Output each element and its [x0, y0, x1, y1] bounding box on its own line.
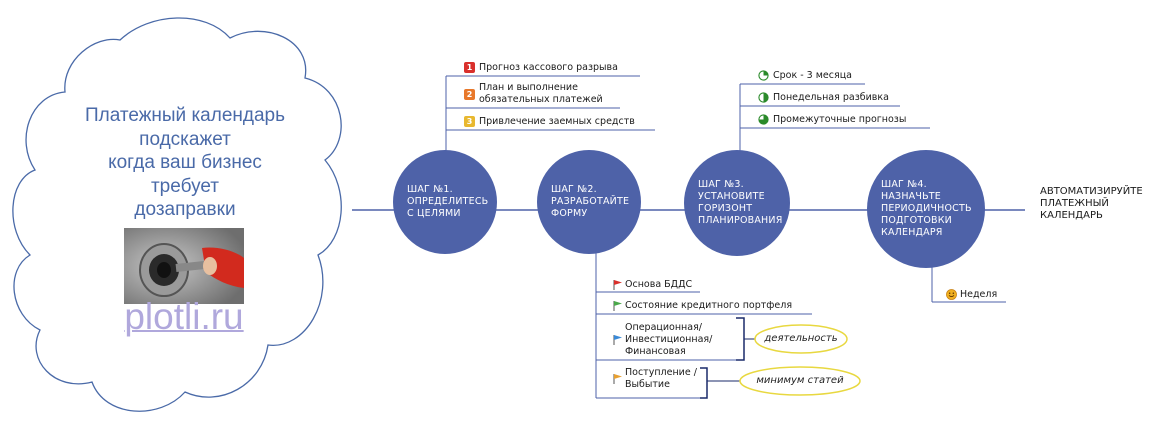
form-item: Операционная/ Инвестиционная/ Финансовая	[625, 322, 712, 358]
green-flag-icon	[613, 301, 622, 311]
step2-circle: ШАГ №2. РАЗРАБОТАЙТЕ ФОРМУ	[537, 150, 641, 254]
step-line: ГОРИЗОНТ	[698, 203, 753, 214]
progress-quarter-icon	[758, 70, 769, 81]
step-line: ПОДГОТОВКИ	[881, 215, 952, 226]
step-line: ШАГ №4.	[881, 179, 927, 190]
website-link[interactable]: plotli.ru	[124, 296, 244, 337]
step-line: ШАГ №1.	[407, 184, 453, 195]
goal-item: Прогноз кассового разрыва	[479, 62, 618, 73]
goal-item: Привлечение заемных средств	[479, 116, 635, 127]
step3-circle: ШАГ №3. УСТАНОВИТЕ ГОРИЗОНТ ПЛАНИРОВАНИЯ	[684, 150, 790, 256]
step4-circle: ШАГ №4. НАЗНАЧЬТЕ ПЕРИОДИЧНОСТЬ ПОДГОТОВ…	[867, 150, 985, 268]
step-line: УСТАНОВИТЕ	[698, 191, 765, 202]
step-line: КАЛЕНДАРЯ	[881, 227, 943, 238]
step-line: ШАГ №3.	[698, 179, 744, 190]
goal-line: План и выполнение	[479, 82, 578, 93]
cloud-line: Платежный календарь	[84, 105, 286, 126]
final-line: ПЛАТЕЖНЫЙ	[1040, 198, 1109, 209]
final-step-label: АВТОМАТИЗИРУЙТЕ ПЛАТЕЖНЫЙ КАЛЕНДАРЬ	[1040, 186, 1143, 222]
cloud-line: подскажет	[139, 128, 231, 150]
horizon-item: Срок - 3 месяца	[773, 70, 852, 81]
step-line: ФОРМУ	[551, 208, 588, 219]
goal-line: обязательных платежей	[479, 94, 603, 105]
horizon-item: Промежуточные прогнозы	[773, 114, 907, 125]
step1-branch-lines	[445, 75, 655, 168]
step-line: ПЕРИОДИЧНОСТЬ	[881, 203, 972, 214]
step-line: ШАГ №2.	[551, 184, 597, 195]
activity-callout: деятельность	[764, 333, 838, 344]
progress-half-icon	[758, 92, 769, 103]
form-line: Поступление /	[625, 367, 697, 378]
bracket-min-items	[700, 367, 708, 399]
priority-2-icon: 2	[464, 89, 475, 100]
form-line: Инвестиционная/	[625, 334, 713, 345]
oval-min-items	[739, 366, 861, 396]
step-line: С ЦЕЛЯМИ	[407, 208, 461, 219]
goal-item: План и выполнение обязательных платежей	[479, 82, 603, 106]
orange-flag-icon	[613, 374, 622, 384]
step4-branch-lines	[931, 265, 1006, 303]
cloud-line: когда ваш бизнес	[108, 152, 262, 173]
progress-three-quarter-icon	[758, 114, 769, 125]
cloud-line: требует	[150, 175, 219, 197]
step-line: НАЗНАЧЬТЕ	[881, 191, 942, 202]
step-line: РАЗРАБОТАЙТЕ	[551, 196, 630, 207]
step1-circle: ШАГ №1. ОПРЕДЕЛИТЕСЬ С ЦЕЛЯМИ	[393, 150, 497, 254]
cloud-line: дозаправки	[134, 199, 236, 220]
final-line: АВТОМАТИЗИРУЙТЕ	[1040, 186, 1143, 197]
horizon-item: Понедельная разбивка	[773, 92, 889, 103]
step2-branch-lines	[595, 252, 812, 399]
final-line: КАЛЕНДАРЬ	[1040, 210, 1103, 221]
period-item: Неделя	[960, 289, 998, 300]
oval-activity	[754, 324, 848, 354]
form-line: Финансовая	[625, 346, 686, 357]
priority-3-icon: 3	[464, 116, 475, 127]
cloud-message: Платежный календарь подскажет когда ваш …	[50, 104, 320, 222]
bracket-activity	[736, 317, 745, 361]
red-flag-icon	[613, 280, 622, 290]
step-line: ОПРЕДЕЛИТЕСЬ	[407, 196, 489, 207]
priority-1-icon: 1	[464, 62, 475, 73]
step-line: ПЛАНИРОВАНИЯ	[698, 215, 783, 226]
fuel-nozzle-photo	[124, 228, 244, 304]
form-line: Операционная/	[625, 322, 702, 333]
blue-flag-icon	[613, 335, 622, 345]
form-line: Выбытие	[625, 379, 670, 390]
cloud-shape	[12, 17, 342, 412]
smiley-icon	[946, 289, 957, 300]
form-item: Основа БДДС	[625, 279, 693, 290]
form-item: Поступление / Выбытие	[625, 367, 697, 391]
form-item: Состояние кредитного портфеля	[625, 300, 793, 311]
min-items-callout: минимум статей	[756, 375, 844, 386]
